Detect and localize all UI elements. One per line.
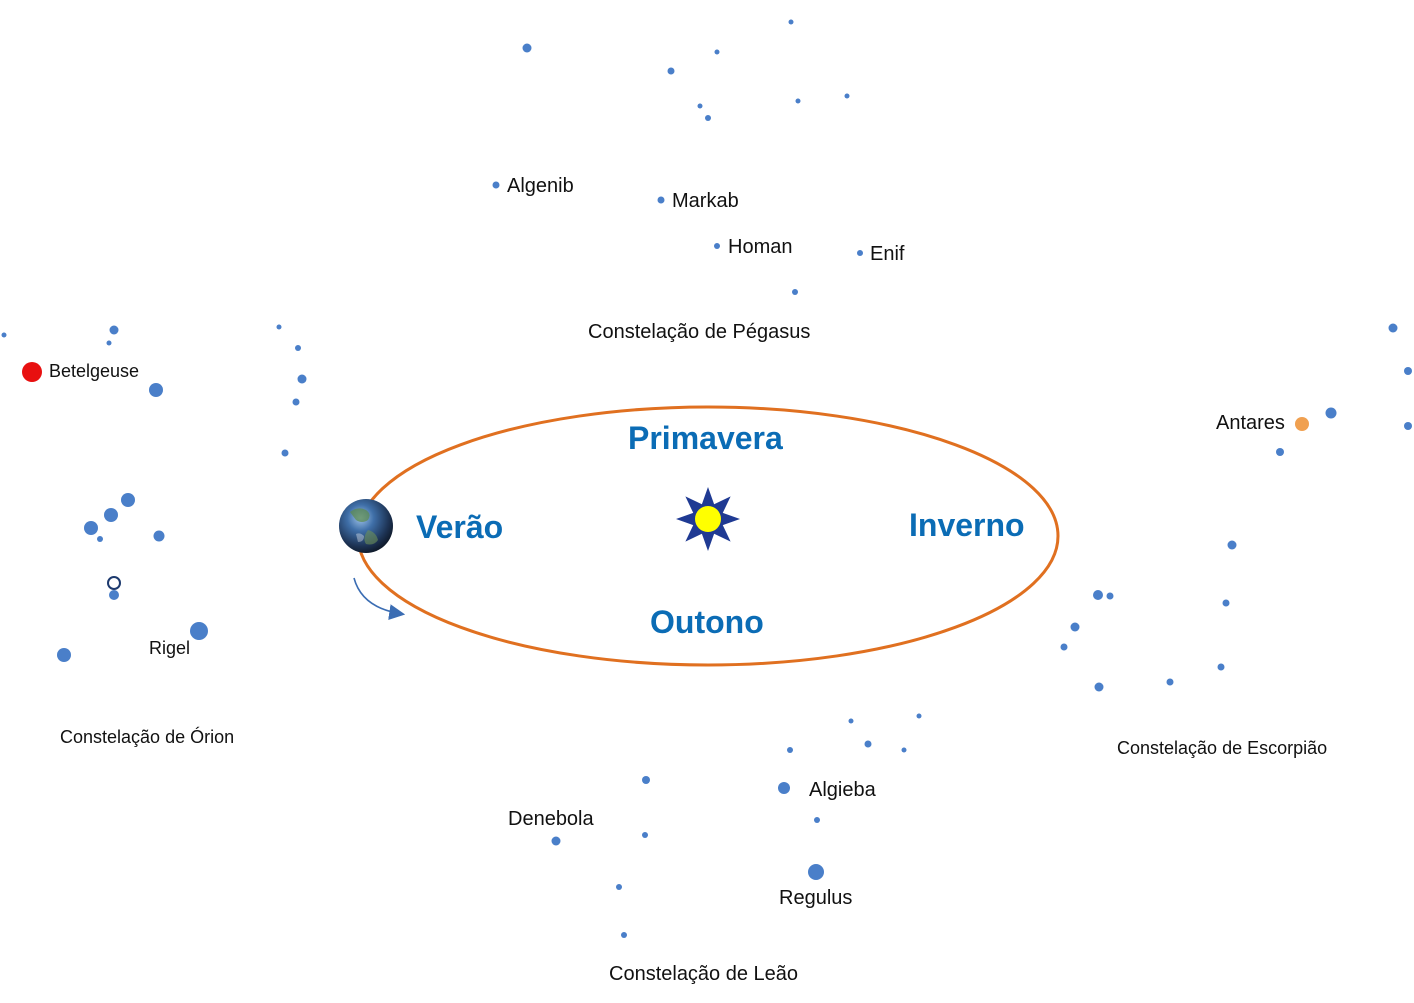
star-point [808,864,824,880]
star-point [281,449,289,457]
star-point [714,49,720,55]
star-point [109,325,119,335]
star-point [109,590,119,600]
star-point [84,521,98,535]
star-point [57,648,71,662]
star-label-rigel: Rigel [149,638,191,658]
season-primavera: Primavera [628,420,783,456]
star-label-algenib: Algenib [507,175,574,197]
star-label-homan: Homan [728,236,793,258]
star-point [522,43,532,53]
star-point [788,19,794,25]
star-label-betelgeuse: Betelgeuse [49,361,140,381]
star-point [657,196,665,204]
star-point [864,740,872,748]
constellation-label-orion: Constelação de Órion [60,727,235,747]
star-point [778,782,790,794]
star-label-denebola: Denebola [508,808,594,830]
star-point [642,832,648,838]
star-point [106,340,112,346]
curved-arrow-icon [353,577,406,621]
star-point [1,332,7,338]
star-point [1222,599,1230,607]
season-verao: Verão [416,509,504,545]
star-point [149,383,163,397]
star-point [667,67,675,75]
star-point [1276,448,1284,456]
star-point [297,374,307,384]
constellation-label-pegasus: Constelação de Pégasus [588,321,811,343]
star-point [1106,592,1114,600]
season-inverno: Inverno [909,507,1025,543]
star-point [916,713,922,719]
star-betelgeuse [22,362,42,382]
star-field [1,19,1412,938]
star-point [697,103,703,109]
star-point [1227,540,1237,550]
star-point [621,932,627,938]
star-point [97,536,103,542]
star-point [1404,367,1412,375]
star-point [814,817,820,823]
star-point [714,243,720,249]
star-point [276,324,282,330]
star-point [787,747,793,753]
star-point [295,345,301,351]
star-point [1388,323,1398,333]
star-antares [1295,417,1309,431]
constellation-label-escorpiao: Constelação de Escorpião [1117,738,1328,758]
star-point [642,776,650,784]
season-outono: Outono [650,604,764,640]
star-point [492,181,500,189]
star-point [1217,663,1225,671]
star-point [1070,622,1080,632]
star-point [857,250,863,256]
constellation-label-leao: Constelação de Leão [609,963,799,985]
star-point [795,98,801,104]
star-label-algieba: Algieba [809,779,876,801]
star-point [1166,678,1174,686]
star-point [848,718,854,724]
star-point [1325,407,1337,419]
star-point [1404,422,1412,430]
star-point [104,508,118,522]
star-point [705,115,711,121]
star-point [121,493,135,507]
star-point [292,398,300,406]
sun-icon [676,487,740,551]
star-point [1060,643,1068,651]
star-point [844,93,850,99]
star-point [901,747,907,753]
star-label-antares: Antares [1216,412,1285,434]
star-point [1093,590,1103,600]
star-point [1094,682,1104,692]
star-hollow [107,576,121,590]
star-label-regulus: Regulus [779,887,853,909]
star-point [792,289,798,295]
star-label-markab: Markab [672,190,739,212]
star-point [190,622,208,640]
star-label-enif: Enif [870,243,905,265]
earth-icon [339,499,393,553]
star-point [153,530,165,542]
star-point [616,884,622,890]
star-point [551,836,561,846]
